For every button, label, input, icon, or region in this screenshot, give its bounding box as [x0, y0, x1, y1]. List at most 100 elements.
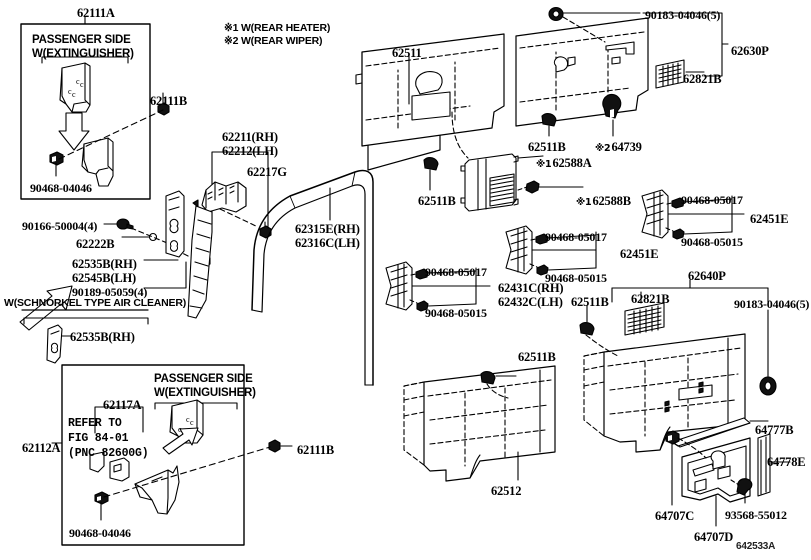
note-reference-mark: ※1 — [576, 197, 592, 208]
part-label-90468-04046: 90468-04046 — [69, 526, 131, 541]
part-label-62588a: ※162588A — [536, 156, 592, 171]
part-label-64777b: 64777B — [755, 423, 794, 438]
part-number-text: 62217G — [247, 165, 287, 179]
part-label-62211-rh-: 62211(RH) — [222, 130, 278, 145]
part-label-62630p: 62630P — [731, 44, 769, 59]
part-label-62212-lh-: 62212(LH) — [222, 144, 278, 159]
part-number-text: 62211(RH) — [222, 130, 278, 144]
part-label-62511b: 62511B — [518, 350, 556, 365]
part-label-62117a: 62117A — [103, 398, 142, 413]
schnorkel-caption: W(SCHNORKEL TYPE AIR CLEANER) — [4, 297, 187, 309]
part-number-text: 62511B — [571, 295, 609, 309]
part-number-text: 90468-04046 — [69, 526, 131, 540]
part-label-90468-05015: 90468-05015 — [425, 306, 487, 321]
part-label-62217g: 62217G — [247, 165, 287, 180]
part-number-text: 90166-50004(4) — [22, 219, 98, 233]
part-number-text: 62588A — [552, 156, 592, 170]
part-number-text: 62535B(RH) — [72, 257, 137, 271]
part-number-text: 90183-04046(5) — [734, 297, 810, 311]
part-label-62511b: 62511B — [571, 295, 609, 310]
part-number-text: 90189-05059(4) — [72, 285, 148, 299]
part-number-text: 62111B — [297, 443, 335, 457]
part-number-text: 62112A — [22, 441, 61, 455]
part-label-90183-04046-5-: 90183-04046(5) — [734, 297, 809, 312]
part-number-text: 62512 — [491, 484, 522, 498]
part-label-62821b: 62821B — [631, 292, 670, 307]
note-rear-wiper: ※2 W(REAR WIPER) — [224, 35, 323, 47]
box-top-left-caption-line1: PASSENGER SIDE — [32, 34, 131, 46]
part-label-64707c: 64707C — [655, 509, 694, 524]
part-number-text: 62432C(LH) — [498, 295, 563, 309]
part-number-text: 90468-05017 — [681, 193, 743, 207]
part-number-text: 90468-05017 — [545, 230, 607, 244]
part-number-text: 93568-55012 — [725, 508, 787, 522]
part-label-62588b: ※162588B — [576, 194, 631, 209]
svg-text:c: c — [190, 418, 194, 427]
part-number-text: 62451E — [750, 212, 789, 226]
part-label-90468-05017: 90468-05017 — [545, 230, 607, 245]
note-reference-mark: ※1 — [536, 159, 552, 170]
part-label-62545b-lh-: 62545B(LH) — [72, 271, 136, 286]
part-number-text: 62511B — [528, 140, 566, 154]
part-number-text: 64777B — [755, 423, 794, 437]
part-label-62821b: 62821B — [683, 72, 722, 87]
part-label-90189-05059-4-: 90189-05059(4) — [72, 285, 147, 300]
refer-to-line1: REFER TO — [68, 417, 122, 430]
part-label-62315e-rh-: 62315E(RH) — [295, 222, 360, 237]
part-label-90183-04046-5-: 90183-04046(5) — [645, 8, 720, 23]
part-number-text: 62511B — [518, 350, 556, 364]
part-label-64739: ※264739 — [595, 140, 642, 155]
part-label-62111b: 62111B — [297, 443, 334, 458]
part-number-text: 90468-05017 — [425, 265, 487, 279]
part-number-text: 62640P — [688, 269, 726, 283]
part-number-text: 62212(LH) — [222, 144, 278, 158]
refer-to-line2: FIG 84-01 — [68, 432, 129, 445]
part-label-62112a: 62112A — [22, 441, 61, 456]
part-number-text: 62821B — [683, 72, 722, 86]
part-number-text: 64739 — [611, 140, 642, 154]
svg-text:c: c — [76, 77, 80, 86]
part-number-text: 62821B — [631, 292, 670, 306]
part-number-text: 62117A — [103, 398, 142, 412]
svg-text:c: c — [80, 80, 84, 89]
part-label-90468-05015: 90468-05015 — [545, 271, 607, 286]
part-number-text: 62222B — [76, 237, 115, 251]
part-label-62222b: 62222B — [76, 237, 115, 252]
part-label-62432c-lh-: 62432C(LH) — [498, 295, 563, 310]
part-number-text: 90183-04046(5) — [645, 8, 721, 22]
part-label-62111b: 62111B — [150, 94, 187, 109]
part-label-90468-05017: 90468-05017 — [681, 193, 743, 208]
box-bottom-left-caption-line2: W(EXTINGUISHER) — [154, 387, 256, 399]
box-top-left-caption-line2: W(EXTINGUISHER) — [32, 48, 134, 60]
part-number-text: 64707C — [655, 509, 695, 523]
part-label-62316c-lh-: 62316C(LH) — [295, 236, 360, 251]
part-label-64707d: 64707D — [694, 530, 733, 545]
part-number-text: 64707D — [694, 530, 734, 544]
part-number-text: 62545B(LH) — [72, 271, 136, 285]
part-label-62535b-rh-: 62535B(RH) — [70, 330, 135, 345]
part-label-90468-05017: 90468-05017 — [425, 265, 487, 280]
part-number-text: 90468-05015 — [425, 306, 487, 320]
note-reference-mark: ※2 — [595, 143, 611, 154]
part-label-62512: 62512 — [491, 484, 521, 499]
refer-to-line3: (PNC 82600G) — [68, 447, 149, 460]
part-number-text: 90468-05015 — [545, 271, 607, 285]
part-label-64778e: 64778E — [767, 455, 806, 470]
part-label-62451e: 62451E — [620, 247, 659, 262]
part-number-text: 62511B — [418, 194, 456, 208]
part-label-90468-05015: 90468-05015 — [681, 235, 743, 250]
part-number-text: 62315E(RH) — [295, 222, 360, 236]
part-label-62511: 62511 — [392, 46, 422, 61]
part-label-62640p: 62640P — [688, 269, 726, 284]
part-label-62111a: 62111A — [77, 6, 115, 21]
part-number-text: 90468-05015 — [681, 235, 743, 249]
part-label-62535b-rh-: 62535B(RH) — [72, 257, 137, 272]
part-number-text: 62451E — [620, 247, 659, 261]
note-rear-heater: ※1 W(REAR HEATER) — [224, 22, 331, 34]
part-number-text: 62511 — [392, 46, 422, 60]
part-label-62511b: 62511B — [528, 140, 566, 155]
part-label-93568-55012: 93568-55012 — [725, 508, 787, 523]
part-number-text: 64778E — [767, 455, 806, 469]
part-number-text: 62431C(RH) — [498, 281, 564, 295]
part-label-90468-04046: 90468-04046 — [30, 181, 92, 196]
